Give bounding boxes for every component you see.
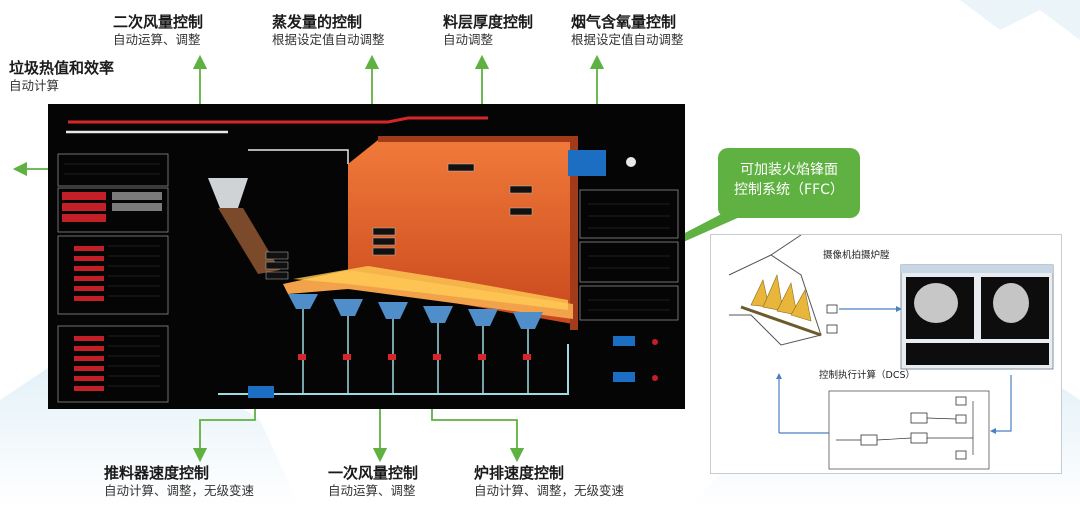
layer-title: 料层厚度控制 bbox=[443, 13, 534, 31]
heat-title: 垃圾热值和效率 bbox=[9, 59, 115, 77]
air-branches bbox=[302, 309, 529, 394]
grate-sketch bbox=[740, 305, 822, 337]
flame-sketch bbox=[750, 273, 812, 322]
primary-air-title: 一次风量控制 bbox=[328, 464, 419, 482]
pipe-white-2 bbox=[248, 149, 349, 164]
heat-sub: 自动计算 bbox=[9, 77, 60, 93]
camera-trend bbox=[906, 343, 1049, 365]
grate-bars bbox=[74, 336, 104, 391]
mode-buttons bbox=[62, 192, 162, 222]
ffc-panel-graphic bbox=[728, 235, 1054, 470]
fan-icon bbox=[626, 157, 636, 167]
steam-pipe-red bbox=[68, 116, 488, 124]
label-grate: 炉排速度控制 自动计算、调整，无级变速 bbox=[474, 464, 624, 498]
layer-sub: 自动调整 bbox=[443, 31, 494, 47]
steam-sub: 根据设定值自动调整 bbox=[272, 31, 385, 47]
mountain-top-right bbox=[960, 0, 1080, 40]
air-preheater bbox=[248, 386, 274, 398]
ffc-system-panel: 摄像机拍摄炉膛 控制执行计算（DCS） bbox=[710, 234, 1062, 474]
panel-position bbox=[57, 235, 169, 315]
panel-grate bbox=[57, 325, 169, 403]
panel-calc bbox=[57, 153, 169, 187]
pusher-sub: 自动计算、调整，无级变速 bbox=[104, 482, 255, 498]
camera-2 bbox=[826, 324, 838, 334]
scada-screen bbox=[48, 104, 685, 409]
indicator-1 bbox=[652, 339, 658, 345]
panel-right-2 bbox=[579, 241, 679, 283]
feed-chute bbox=[218, 208, 280, 274]
label-secondary-air: 二次风量控制 自动运算、调整 bbox=[113, 13, 203, 47]
panel-right-1 bbox=[579, 189, 679, 239]
position-bars bbox=[74, 246, 104, 301]
camera-caption: 摄像机拍摄炉膛 bbox=[823, 250, 890, 261]
readout-lines bbox=[64, 163, 670, 387]
feed-hopper bbox=[208, 178, 248, 208]
ffc-callout: 可加装火焰锋面 控制系统（FFC） bbox=[718, 148, 860, 218]
secondary-air-sub: 自动运算、调整 bbox=[113, 31, 201, 47]
label-pusher: 推料器速度控制 自动计算、调整，无级变速 bbox=[104, 464, 254, 498]
dcs-lines bbox=[836, 401, 974, 455]
secondary-air-title: 二次风量控制 bbox=[113, 13, 204, 31]
arrow-screen-to-dcs bbox=[996, 375, 1012, 432]
fan-1 bbox=[613, 336, 635, 346]
panel-mode bbox=[57, 187, 169, 233]
steam-title: 蒸发量的控制 bbox=[272, 13, 363, 31]
label-primary-air: 一次风量控制 自动运算、调整 bbox=[328, 464, 418, 498]
primary-air-pipe bbox=[218, 344, 569, 395]
dampers bbox=[298, 354, 531, 360]
pusher-title: 推料器速度控制 bbox=[104, 464, 210, 482]
indicator-2 bbox=[652, 375, 658, 381]
label-steam: 蒸发量的控制 根据设定值自动调整 bbox=[272, 13, 385, 47]
oxygen-title: 烟气含氧量控制 bbox=[571, 13, 677, 31]
label-layer: 料层厚度控制 自动调整 bbox=[443, 13, 533, 47]
grate-title: 炉排速度控制 bbox=[474, 464, 565, 482]
label-heat: 垃圾热值和效率 自动计算 bbox=[9, 59, 114, 93]
air-boxes bbox=[288, 294, 543, 329]
camera-window-title bbox=[901, 265, 1053, 273]
grate-fire bbox=[293, 266, 568, 310]
label-oxygen: 烟气含氧量控制 根据设定值自动调整 bbox=[571, 13, 684, 47]
camera-1 bbox=[826, 304, 838, 314]
oxygen-sub: 根据设定值自动调整 bbox=[571, 31, 684, 47]
dcs-caption: 控制执行计算（DCS） bbox=[819, 370, 915, 381]
scada-graphic bbox=[57, 116, 679, 403]
flue-gas-analyzer bbox=[568, 150, 606, 176]
ffc-line2: 控制系统（FFC） bbox=[734, 182, 844, 199]
primary-air-sub: 自动运算、调整 bbox=[328, 482, 416, 498]
fan-2 bbox=[613, 372, 635, 382]
value-boxes bbox=[265, 163, 533, 280]
furnace-top bbox=[378, 136, 578, 142]
ffc-line1: 可加装火焰锋面 bbox=[740, 162, 838, 178]
furnace-wall-right bbox=[570, 140, 578, 330]
panel-right-3 bbox=[579, 285, 679, 321]
grate-sub: 自动计算、调整，无级变速 bbox=[474, 482, 625, 498]
